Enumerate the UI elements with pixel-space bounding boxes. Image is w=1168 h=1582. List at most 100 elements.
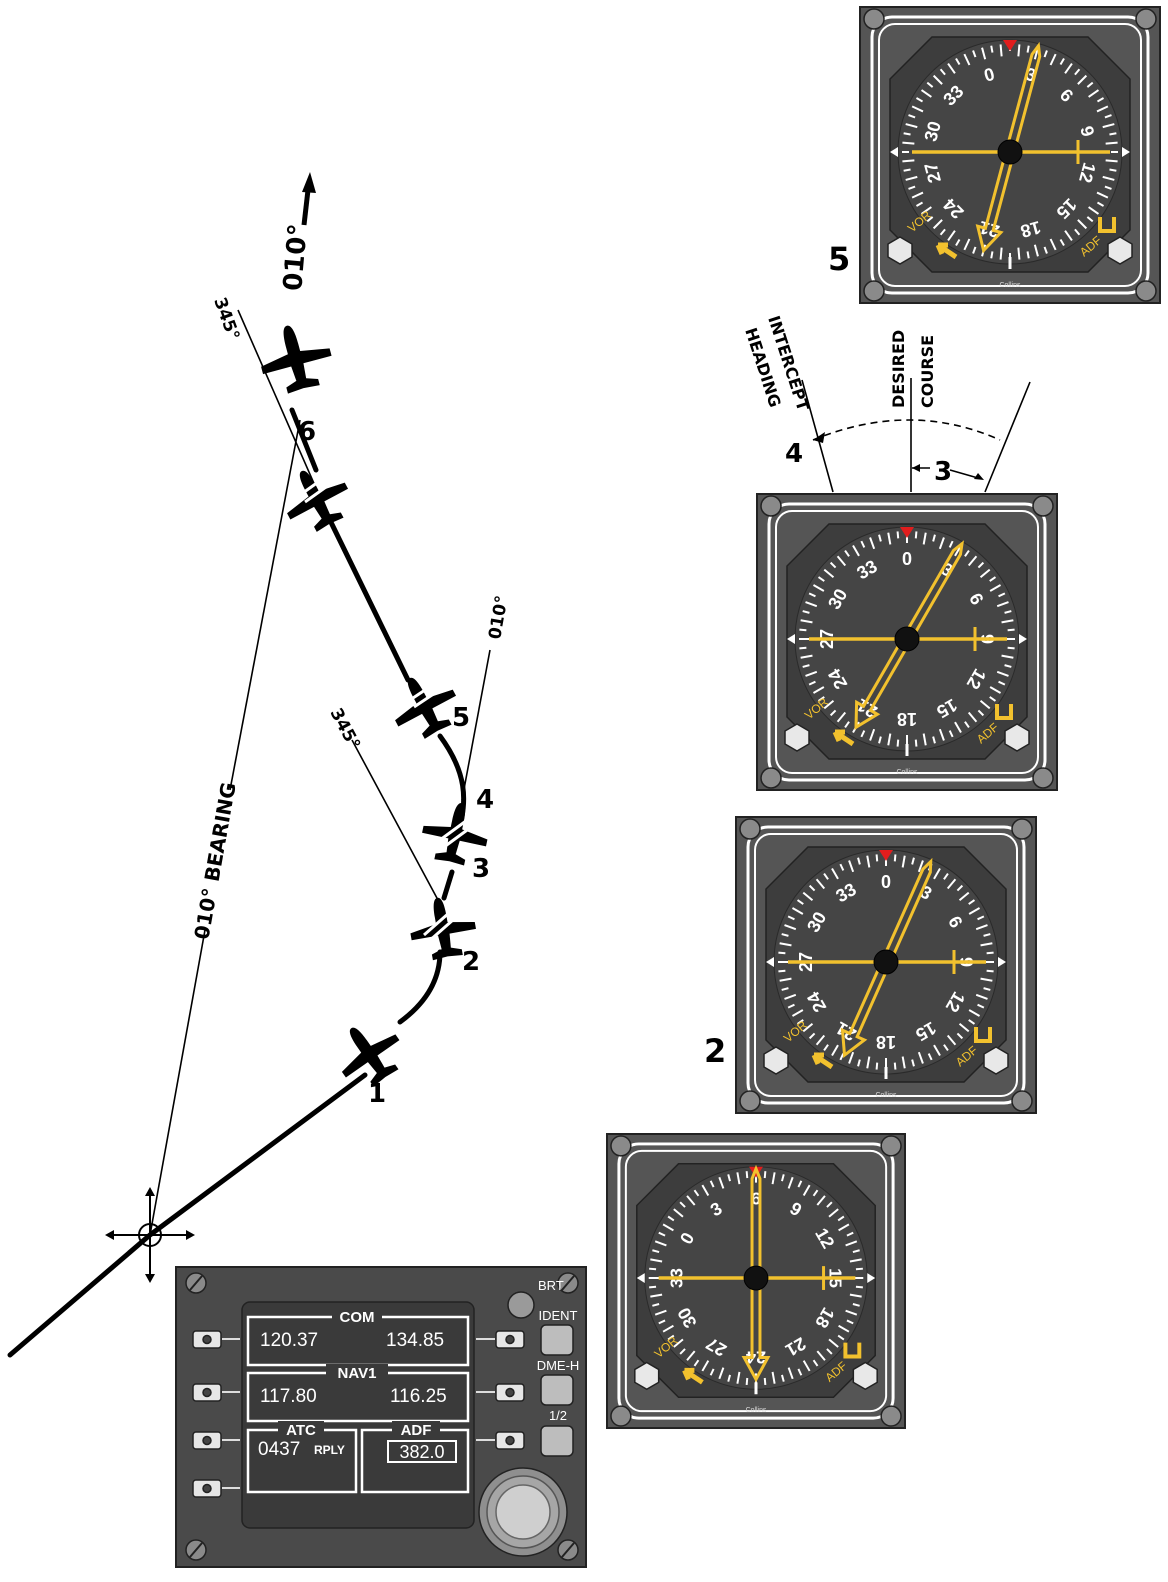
position-6: 6 bbox=[298, 417, 316, 447]
heading-label: 010° bbox=[278, 222, 314, 292]
card-number: 18 bbox=[897, 709, 917, 729]
atc-code[interactable]: 0437 bbox=[258, 1439, 300, 1460]
brand-label: Collins bbox=[999, 282, 1021, 289]
adf-pointer-icon bbox=[974, 1027, 992, 1043]
heading-arrow: 010° bbox=[278, 172, 316, 292]
bearing-line: 010° BEARING bbox=[149, 419, 301, 1236]
hsi-instruments: 03691215182124273033VORADFCollins0369121… bbox=[606, 6, 1161, 1430]
brand-label: Collins bbox=[875, 1092, 897, 1099]
bezel-screw bbox=[760, 767, 782, 789]
vor-pointer-icon bbox=[811, 1052, 834, 1070]
bezel-screw bbox=[863, 8, 885, 30]
aircraft-symbol bbox=[873, 949, 899, 975]
ident-label: IDENT bbox=[539, 1308, 578, 1323]
atc-title: ATC bbox=[286, 1422, 316, 1439]
brand-label: Collins bbox=[746, 1407, 767, 1414]
desired-course-line2: COURSE bbox=[918, 335, 937, 408]
vor-pointer-icon bbox=[935, 242, 958, 260]
selector-knob[interactable] bbox=[1107, 236, 1133, 265]
radial-345-mid bbox=[351, 739, 439, 901]
atc-reply: RPLY bbox=[314, 1443, 345, 1457]
adf-title: ADF bbox=[401, 1422, 432, 1439]
bezel-screw bbox=[1011, 1090, 1033, 1112]
dme-button[interactable] bbox=[540, 1374, 574, 1406]
brt-knob[interactable] bbox=[507, 1291, 535, 1319]
aircraft-symbol bbox=[894, 626, 920, 652]
lubber-line-icon bbox=[900, 527, 914, 538]
tuning-knob[interactable] bbox=[478, 1467, 568, 1557]
flight-track bbox=[7, 407, 467, 1358]
instrument-step-5: 5 bbox=[828, 240, 850, 278]
flight-diagram: 010° BEARING 345° 345° 010° 010° 1 2 3 4… bbox=[7, 172, 513, 1358]
position-1: 1 bbox=[368, 1079, 386, 1109]
nav1-standby-freq[interactable]: 116.25 bbox=[390, 1386, 447, 1407]
card-number: 9 bbox=[1076, 124, 1098, 139]
bezel-screw bbox=[1135, 8, 1157, 30]
bezel-screw bbox=[880, 1405, 902, 1427]
card-number: 18 bbox=[876, 1032, 896, 1052]
bezel-screw bbox=[760, 495, 782, 517]
aircraft-symbol bbox=[997, 139, 1023, 165]
adf-pointer-icon bbox=[1098, 217, 1116, 233]
correction-number: 3 bbox=[934, 457, 952, 487]
card-number: 0 bbox=[902, 549, 912, 569]
adf-freq[interactable]: 382.0 bbox=[399, 1442, 444, 1462]
selector-knob[interactable] bbox=[983, 1046, 1009, 1075]
course-needle bbox=[741, 1164, 771, 1383]
selector-knob[interactable] bbox=[763, 1046, 789, 1075]
vor-pointer-icon bbox=[682, 1367, 704, 1385]
selector-knob[interactable] bbox=[634, 1361, 660, 1391]
vor-pointer-icon bbox=[832, 729, 855, 747]
aircraft-6 bbox=[252, 316, 339, 399]
nav1-active-freq[interactable]: 117.80 bbox=[260, 1386, 317, 1407]
nav1-title: NAV1 bbox=[338, 1365, 377, 1382]
position-5: 5 bbox=[452, 703, 470, 733]
desired-course-line1: DESIRED bbox=[889, 330, 908, 408]
selector-knob[interactable] bbox=[887, 236, 913, 265]
radio-panel: COM 120.37 134.85 NAV1 117.80 116.25 ATC… bbox=[175, 1266, 587, 1568]
com-standby-freq[interactable]: 134.85 bbox=[386, 1330, 444, 1351]
adf-pointer-icon bbox=[995, 704, 1013, 720]
instrument-step-2: 2 bbox=[704, 1032, 726, 1070]
bezel-screw bbox=[880, 1135, 902, 1157]
com-title: COM bbox=[340, 1309, 375, 1326]
left-select-keys[interactable] bbox=[192, 1330, 222, 1498]
course-needle bbox=[975, 41, 1042, 254]
lubber-line-icon bbox=[1003, 40, 1017, 51]
turn-ticks bbox=[299, 468, 475, 944]
radial-345-mid-label: 345° bbox=[326, 705, 364, 753]
bearing-label: 010° BEARING bbox=[189, 780, 240, 941]
right-select-keys[interactable] bbox=[495, 1330, 525, 1450]
adf-pointer-icon bbox=[843, 1342, 862, 1359]
card-number: 0 bbox=[982, 64, 997, 86]
bezel-screw bbox=[1032, 495, 1054, 517]
bezel-screw bbox=[1135, 280, 1157, 302]
selector-knob[interactable] bbox=[852, 1361, 878, 1391]
bezel-screw bbox=[1032, 767, 1054, 789]
aircraft-symbol bbox=[743, 1265, 769, 1291]
position-3: 3 bbox=[472, 854, 490, 884]
position-2: 2 bbox=[462, 947, 480, 977]
bezel-screw bbox=[863, 280, 885, 302]
com-active-freq[interactable]: 120.37 bbox=[260, 1330, 318, 1351]
bezel-screw bbox=[610, 1135, 632, 1157]
panel-display bbox=[241, 1301, 475, 1529]
bezel-screw bbox=[739, 818, 761, 840]
radial-010-mid bbox=[461, 649, 491, 801]
half-label: 1/2 bbox=[549, 1408, 567, 1423]
half-button[interactable] bbox=[540, 1425, 574, 1457]
selector-knob[interactable] bbox=[1004, 723, 1030, 752]
ident-button[interactable] bbox=[540, 1324, 574, 1356]
dme-label: DME-H bbox=[537, 1358, 580, 1373]
card-number: 0 bbox=[881, 872, 891, 892]
selector-knob[interactable] bbox=[784, 723, 810, 752]
intercept-number: 4 bbox=[785, 439, 803, 469]
course-needle bbox=[854, 540, 965, 731]
card-number: 6 bbox=[751, 1189, 761, 1209]
